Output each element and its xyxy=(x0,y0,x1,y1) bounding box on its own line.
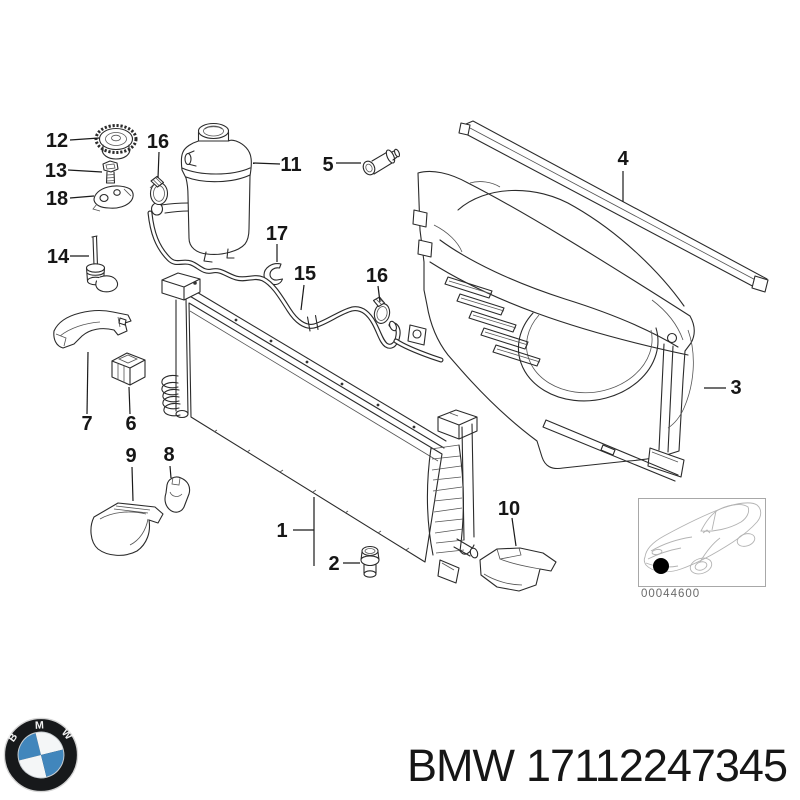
callout-4-label[interactable]: 4 xyxy=(617,148,629,170)
logo-letter-m: M xyxy=(35,719,45,731)
callout-14-label[interactable]: 14 xyxy=(47,246,70,268)
drain-plug-drawing xyxy=(360,545,380,578)
shroud-louvers xyxy=(444,276,541,367)
trim-strip-drawing xyxy=(458,120,769,293)
clip-17-drawing xyxy=(263,263,284,286)
vent-valve-drawing xyxy=(362,148,401,176)
parts-diagram: 00044600 12 13 18 16 11 5 14 17 15 16 4 … xyxy=(45,120,769,600)
callout-9-label[interactable]: 9 xyxy=(125,445,136,467)
radiator-cap-drawing xyxy=(94,124,138,160)
callouts: 12 13 18 16 11 5 14 17 15 16 4 3 7 6 9 8… xyxy=(45,130,742,575)
rubber-mount-drawing xyxy=(111,352,146,386)
car-thumbnail: 00044600 xyxy=(638,498,766,600)
cap-8-drawing xyxy=(164,476,191,513)
callout-1-label[interactable]: 1 xyxy=(276,520,287,542)
expansion-tank-drawing xyxy=(150,122,252,263)
brand-name: BMW xyxy=(407,740,515,791)
callout-7-label[interactable]: 7 xyxy=(81,413,92,435)
callout-16-right-label[interactable]: 16 xyxy=(366,265,388,287)
callout-11-label[interactable]: 11 xyxy=(280,154,301,176)
part-number: 17112247345 xyxy=(526,740,788,791)
air-duct-drawing xyxy=(90,502,164,556)
callout-13-label[interactable]: 13 xyxy=(45,160,67,182)
callout-5-label[interactable]: 5 xyxy=(322,154,333,176)
thumbnail-code: 00044600 xyxy=(641,588,700,600)
cover-10-drawing xyxy=(479,547,557,592)
callout-18-label[interactable]: 18 xyxy=(46,188,68,210)
callout-10-label[interactable]: 10 xyxy=(498,498,520,520)
callout-6-label[interactable]: 6 xyxy=(125,413,136,435)
bracket-18-drawing xyxy=(92,185,134,212)
fan-shroud-drawing xyxy=(407,170,695,482)
level-sensor-drawing xyxy=(85,235,119,293)
hose-drawing xyxy=(147,210,444,363)
hose-clamp-left-drawing xyxy=(149,175,169,206)
location-dot xyxy=(653,558,669,574)
radiator-drawing xyxy=(161,272,479,584)
callout-15-label[interactable]: 15 xyxy=(294,263,316,285)
callout-8-label[interactable]: 8 xyxy=(163,444,174,466)
hose-clamp-right-drawing xyxy=(372,296,391,324)
screw-drawing xyxy=(102,160,119,184)
callout-17-label[interactable]: 17 xyxy=(266,223,288,245)
callout-2-label[interactable]: 2 xyxy=(328,553,339,575)
roundel-quadrants xyxy=(17,731,65,779)
callout-12-label[interactable]: 12 xyxy=(46,130,68,152)
callout-3-label[interactable]: 3 xyxy=(730,377,741,399)
bmw-roundel-logo: B M W xyxy=(3,717,79,793)
bracket-7-drawing xyxy=(53,310,132,349)
callout-16-left-label[interactable]: 16 xyxy=(147,131,169,153)
